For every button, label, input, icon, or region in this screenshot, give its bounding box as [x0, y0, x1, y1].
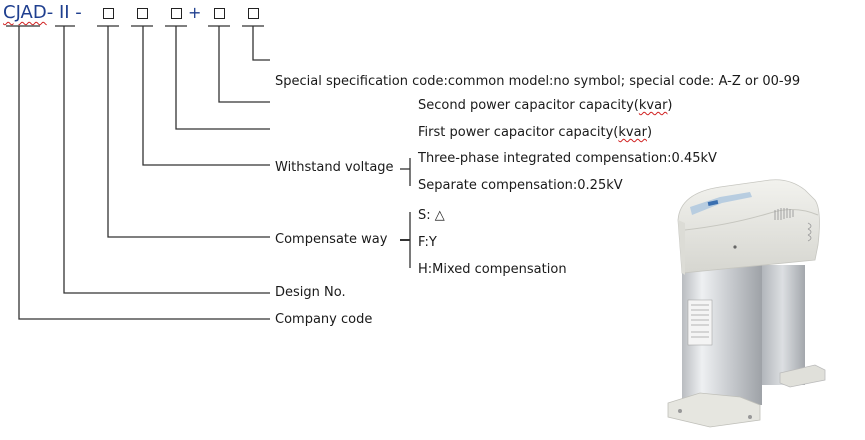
label-design-no: Design No.	[275, 285, 346, 300]
option-voltage-separate: Separate compensation:0.25kV	[418, 178, 623, 193]
option-compensate-h: H:Mixed compensation	[418, 262, 567, 277]
label-special-code: Special specification code:common model:…	[275, 74, 801, 89]
label-first-capacity: First power capacitor capacity(kvar)	[418, 125, 652, 141]
front-foot	[667, 392, 761, 428]
label-first-capacity-end: )	[646, 125, 653, 140]
separator-1: -	[46, 2, 59, 23]
slot-withstand-voltage	[137, 8, 148, 19]
label-withstand-voltage: Withstand voltage	[275, 160, 394, 175]
product-image	[667, 179, 826, 428]
option-voltage-three-phase: Three-phase integrated compensation:0.45…	[418, 151, 717, 166]
label-second-capacity-end: )	[667, 98, 673, 113]
label-second-capacity-main: Second power capacitor capacity(	[418, 98, 639, 113]
label-second-capacity-unit: kvar	[638, 98, 668, 113]
design-no-text: II	[58, 2, 70, 23]
slot-special-code	[248, 8, 259, 19]
leader-company-code	[18, 26, 270, 320]
option-compensate-f: F:Y	[418, 235, 437, 250]
slot-second-capacity	[214, 8, 225, 19]
label-compensate-way: Compensate way	[275, 232, 388, 247]
leader-second-capacity	[218, 26, 270, 103]
leader-withstand-voltage	[142, 26, 270, 166]
leader-special-code	[252, 26, 270, 61]
rear-foot	[779, 364, 826, 388]
can-label	[687, 299, 713, 346]
leader-first-capacity	[175, 26, 270, 130]
label-first-capacity-unit: kvar	[618, 125, 647, 140]
company-code-text: CJAD	[3, 2, 47, 23]
separator-2: -	[69, 2, 82, 23]
control-panel	[690, 192, 752, 215]
slot-compensate-way	[103, 8, 114, 19]
slot-first-capacity	[171, 8, 182, 19]
leader-design-no	[63, 26, 270, 294]
label-second-capacity: Second power capacitor capacity(kvar)	[418, 98, 673, 114]
rear-can	[760, 265, 805, 385]
label-company-code: Company code	[275, 312, 373, 327]
vent-icon	[774, 208, 794, 220]
indicator-dot	[733, 245, 737, 249]
label-first-capacity-main: First power capacitor capacity(	[418, 125, 619, 140]
model-code-prefix: CJAD- II -	[3, 2, 82, 24]
leader-compensate-way	[107, 26, 270, 238]
option-compensate-s: S: △	[418, 208, 445, 223]
plus-sign: +	[188, 3, 202, 22]
